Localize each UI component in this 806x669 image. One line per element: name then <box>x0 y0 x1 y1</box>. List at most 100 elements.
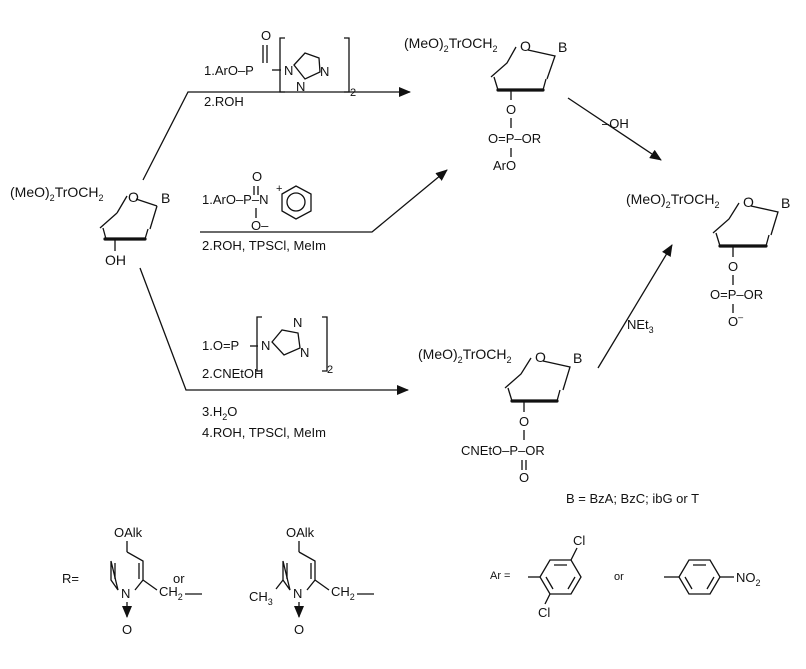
ar-group-legend: Ar = Cl Cl or NO2 <box>490 533 761 620</box>
aryl-triester-ring-bonds <box>490 46 556 80</box>
r2-ring-double-bonds <box>286 563 312 579</box>
product-base-label: B <box>781 195 790 211</box>
base-definition: B = BzA; BzC; ibG or T <box>566 491 699 506</box>
r-group-legend: R= OAlk N CH2 O or OAlk N CH3 CH2 <box>62 525 374 637</box>
route3-triazole-n1: N <box>261 338 270 353</box>
route1-p-double-bond <box>262 45 268 63</box>
aryl-triester-mmtr-group: (MeO)2TrOCH2 <box>404 35 498 54</box>
route2-oxo: O <box>252 169 262 184</box>
r2-alkoxy: OAlk <box>286 525 315 540</box>
r1-n-oxide-oxygen: O <box>122 622 132 637</box>
product-linking-oxygen: O <box>728 259 738 274</box>
route3-step4: 4.ROH, TPSCl, MeIm <box>202 425 326 440</box>
r-group-methylpyridine-n-oxide: OAlk N CH3 CH2 O <box>249 525 374 637</box>
r-group-or: or <box>173 571 185 586</box>
arrow-route3 <box>139 267 409 395</box>
arrow-deprotection <box>597 244 673 369</box>
cyanoethyl-triester-mmtr-group: (MeO)2TrOCH2 <box>418 346 512 365</box>
route2-pyridinium-aromatic <box>286 192 306 212</box>
start-c5-bond <box>116 195 128 214</box>
r2-pyridine-ring <box>282 551 316 591</box>
route1-triazole-n2: N <box>296 79 305 94</box>
r1-ch2: CH2 <box>159 584 183 602</box>
hydrolysis-reagent: –OH <box>602 116 629 131</box>
route1-reagent: 1.ArO–P O N N N 2 2.ROH <box>204 28 356 109</box>
start-ring-verticals <box>102 227 149 251</box>
route2-pyridinium-ring <box>281 185 312 220</box>
route1-bracket-subscript: 2 <box>350 87 356 99</box>
r1-alkoxy: OAlk <box>114 525 143 540</box>
ar1-chlorine-bottom: Cl <box>538 605 550 620</box>
route1-oxo: O <box>261 28 271 43</box>
ar-group-label: Ar = <box>490 570 510 582</box>
product-phosphate: O=P–OR <box>710 287 763 302</box>
r2-ring-nitrogen: N <box>293 586 302 601</box>
ar-nitrophenyl: NO2 <box>664 559 761 595</box>
ar2-aromatic-bonds <box>684 564 715 590</box>
route3-step1: 1.O=P <box>202 338 239 353</box>
r2-n-oxide-oxygen: O <box>294 622 304 637</box>
aryl-triester-ring-oxygen: O <box>520 38 531 54</box>
route3-brackets <box>256 316 328 372</box>
aryl-triester-phosphate: O=P–OR <box>488 131 541 146</box>
r2-ch3: CH3 <box>249 589 273 607</box>
product-ring-oxygen: O <box>743 194 754 210</box>
ar2-nitro-group: NO2 <box>736 570 761 588</box>
product-ring-verticals <box>715 232 770 257</box>
start-mmtr-group: (MeO)2TrOCH2 <box>10 184 104 203</box>
cyanoethyl-triester-nucleotide: (MeO)2TrOCH2 O B O CNEtO–P–OR O <box>418 346 582 485</box>
route1-step2: 2.ROH <box>204 94 244 109</box>
aryl-triester-base-label: B <box>558 39 567 55</box>
reaction-arrows <box>139 87 673 395</box>
aryl-triester-linking-oxygen: O <box>506 102 516 117</box>
product-mmtr-group: (MeO)2TrOCH2 <box>626 191 720 210</box>
start-ring-bonds <box>99 198 158 230</box>
route1-triazole-ring <box>293 52 321 80</box>
start-ring-oxygen: O <box>128 189 139 205</box>
route1-triazole-n1: N <box>284 63 293 78</box>
start-nucleoside: (MeO)2TrOCH2 O B OH <box>10 184 170 268</box>
start-base-label: B <box>161 190 170 206</box>
route1-step1: 1.ArO–P <box>204 63 254 78</box>
r2-ch2: CH2 <box>331 584 355 602</box>
route3-step2: 2.CNEtOH <box>202 366 263 381</box>
arrow-route2 <box>200 169 448 233</box>
aryl-triester-ring-verticals <box>493 76 547 100</box>
route3-triazole-ring <box>271 329 301 356</box>
product-ring-bonds <box>712 202 779 236</box>
route3-bracket-subscript: 2 <box>327 364 333 376</box>
ar1-chlorine-top: Cl <box>573 533 585 548</box>
ar-dichlorophenyl: Cl Cl <box>528 533 585 620</box>
aryl-triester-nucleotide: (MeO)2TrOCH2 O B O O=P–OR ArO <box>404 35 567 173</box>
route2-plus-charge: + <box>276 183 282 195</box>
route2-p-double-bond <box>253 186 259 195</box>
product-nucleotide: (MeO)2TrOCH2 O B O O=P–OR O– <box>626 191 790 329</box>
arrow-hydrolysis <box>567 97 662 161</box>
ar1-aromatic-bonds <box>545 564 576 590</box>
cyanoethyl-triester-oxo: O <box>519 470 529 485</box>
route3-triazole-n4: N <box>300 345 309 360</box>
route2-oxide-anion: O– <box>251 218 269 233</box>
route1-triazole-n4: N <box>320 64 329 79</box>
product-anionic-oxygen: O– <box>728 312 743 329</box>
cyanoethyl-triester-p-oxo-bond <box>521 460 527 470</box>
cyanoethyl-triester-phosphate: CNEtO–P–OR <box>461 443 545 458</box>
r-group-label: R= <box>62 571 79 586</box>
deprotection-reagent: NEt3 <box>627 317 654 335</box>
start-3prime-hydroxyl: OH <box>105 252 126 268</box>
cyanoethyl-triester-ring-verticals <box>507 387 561 412</box>
route2-step2: 2.ROH, TPSCl, MeIm <box>202 238 326 253</box>
r1-ring-double-bonds <box>114 563 140 579</box>
ar1-cl-bond-bottom <box>544 593 551 605</box>
r1-pyridine-ring <box>110 551 144 591</box>
cyanoethyl-triester-linking-oxygen: O <box>519 414 529 429</box>
cyanoethyl-triester-base-label: B <box>573 350 582 366</box>
route2-reagent: 1.ArO–P–N O + O– 2.ROH, TPSCl, MeIm <box>202 169 326 253</box>
r2-ch2-bond <box>314 579 330 591</box>
r2-ch3-bond <box>275 579 284 590</box>
r1-ch2-bond <box>142 579 158 591</box>
cyanoethyl-triester-ring-bonds <box>504 357 571 391</box>
r-group-pyridine-n-oxide: OAlk N CH2 O or <box>110 525 202 637</box>
route3-reagent: 1.O=P N N N 2 2.CNEtOH 3.H2O 4.ROH, TPSC… <box>202 315 333 440</box>
